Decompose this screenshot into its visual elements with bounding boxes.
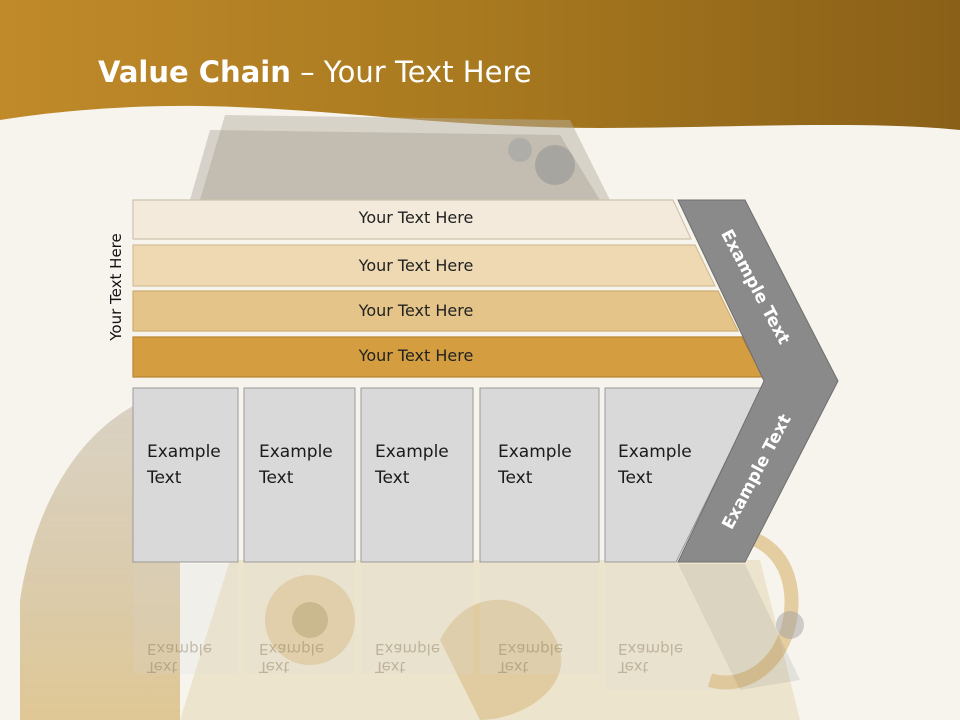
bar-3-label: Your Text Here bbox=[358, 301, 474, 320]
bar-3 bbox=[132, 290, 739, 332]
bar-1-label: Your Text Here bbox=[358, 208, 474, 227]
box-5-text: Example Text bbox=[618, 439, 692, 491]
box-5-line2: Text bbox=[618, 468, 653, 488]
title-rest: – Your Text Here bbox=[290, 55, 532, 89]
side-label: Your Text Here bbox=[107, 233, 125, 341]
bar-2-label: Your Text Here bbox=[358, 256, 474, 275]
box-2 bbox=[243, 387, 356, 563]
box-4-line2: Text bbox=[498, 468, 533, 488]
bar-1 bbox=[132, 199, 692, 240]
box-1 bbox=[132, 387, 239, 563]
box-5-line1: Example bbox=[618, 442, 692, 462]
title-bold: Value Chain bbox=[98, 55, 291, 89]
box-2-text: Example Text bbox=[259, 439, 333, 491]
box-4-text: Example Text bbox=[498, 439, 572, 491]
box-1-line1: Example bbox=[147, 442, 221, 462]
box-3-line2: Text bbox=[375, 468, 410, 488]
box-2-line2: Text bbox=[259, 468, 294, 488]
slide-title: Value Chain – Your Text Here bbox=[98, 55, 532, 89]
box-4-line1: Example bbox=[498, 442, 572, 462]
box-5 bbox=[604, 387, 763, 563]
box-3-text: Example Text bbox=[375, 439, 449, 491]
box-3 bbox=[360, 387, 474, 563]
box-3-line1: Example bbox=[375, 442, 449, 462]
chevron-arrow bbox=[677, 199, 839, 563]
box-2-line1: Example bbox=[259, 442, 333, 462]
bar-2 bbox=[132, 244, 716, 287]
box-1-line2: Text bbox=[147, 468, 182, 488]
bar-4-label: Your Text Here bbox=[358, 346, 474, 365]
box-4 bbox=[479, 387, 600, 563]
box-1-text: Example Text bbox=[147, 439, 221, 491]
